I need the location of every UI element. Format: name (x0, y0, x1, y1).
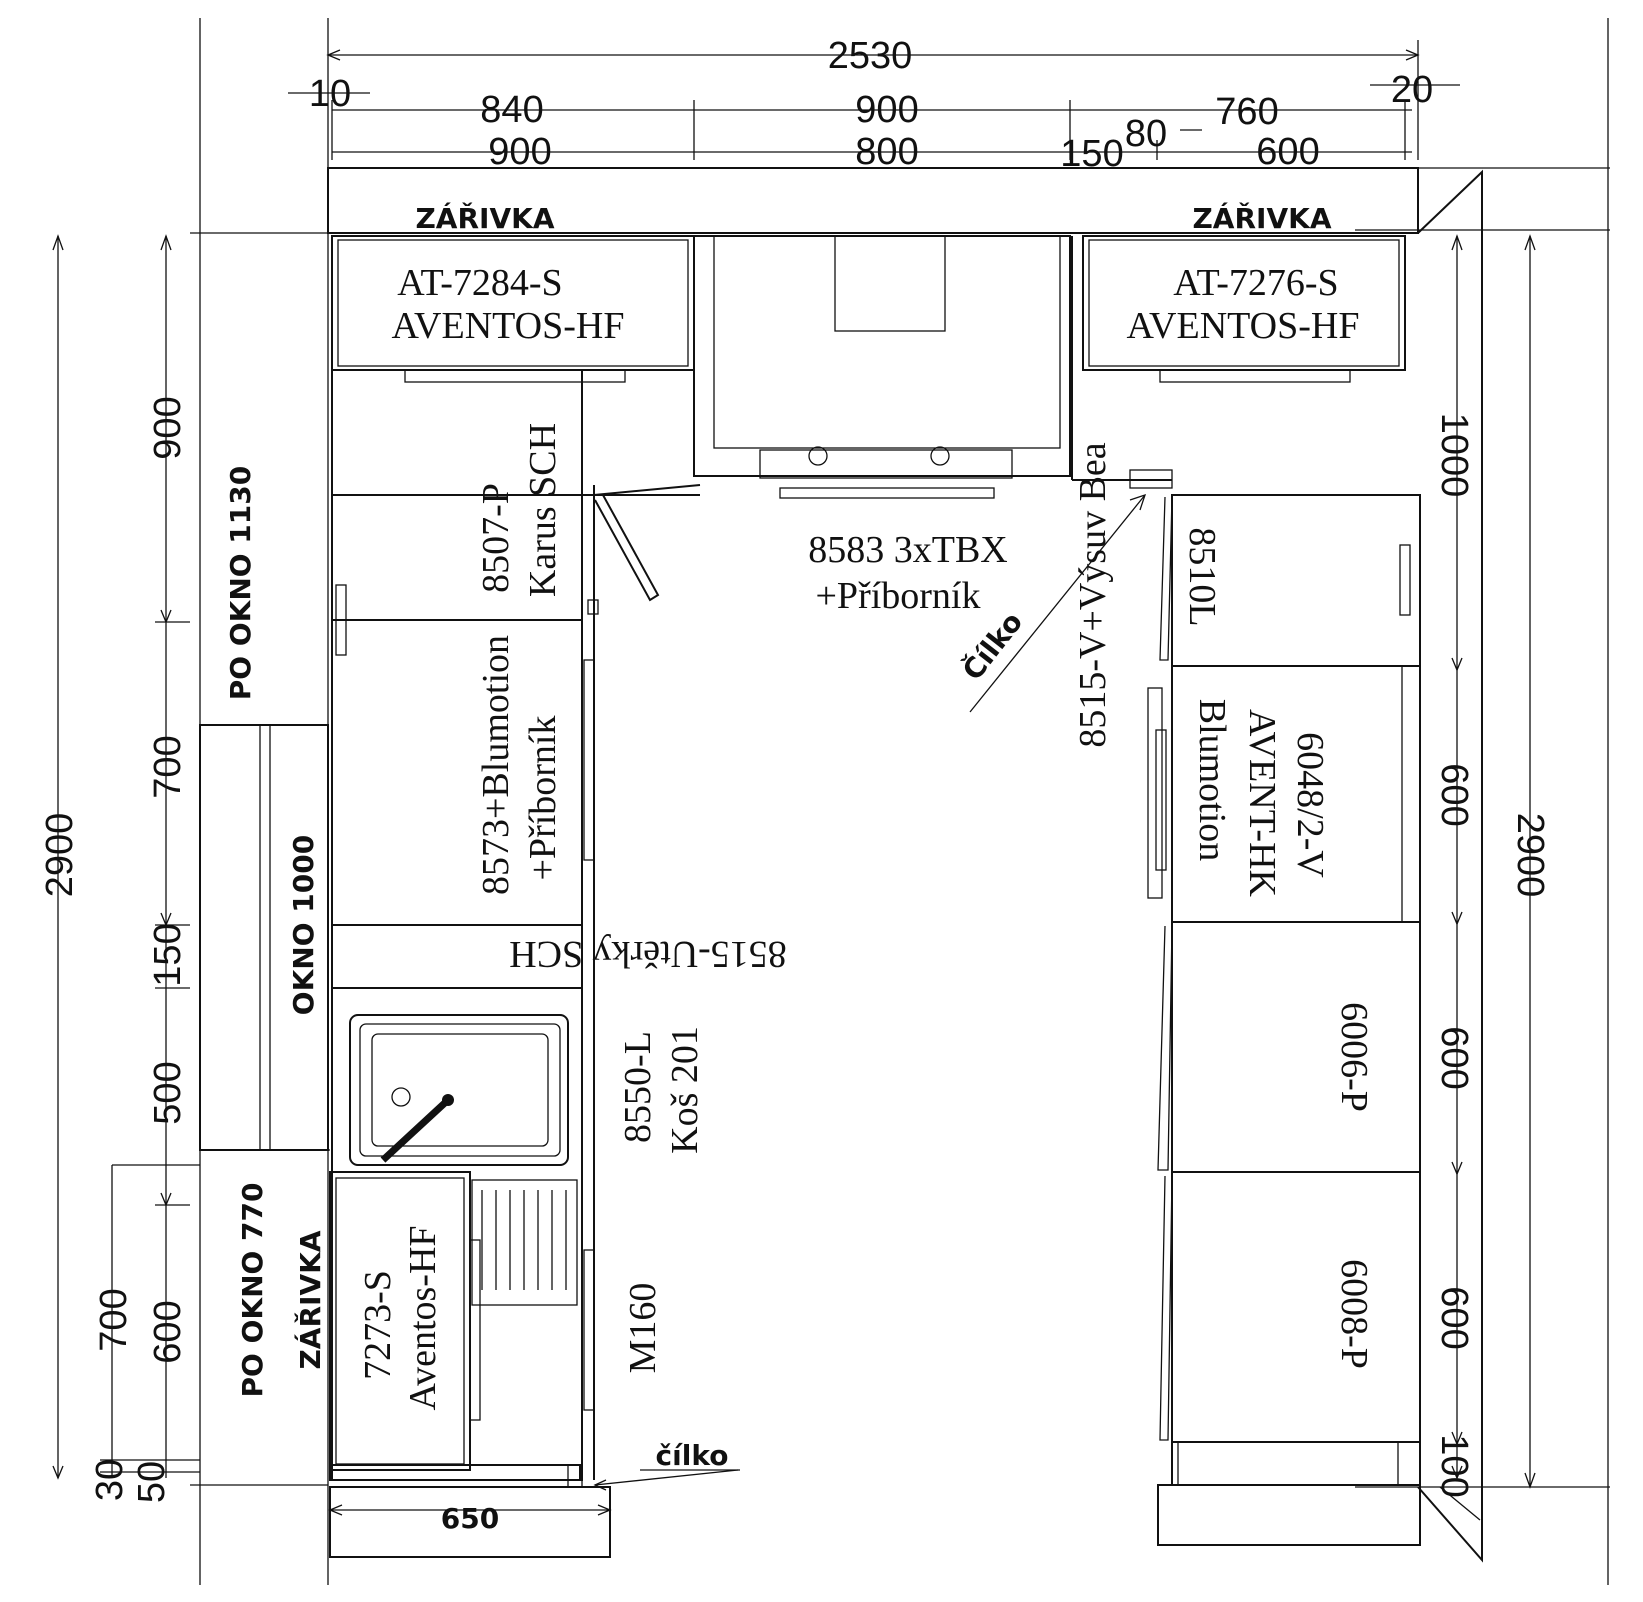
label-8510l: 8510L (1181, 527, 1223, 626)
dim-80: 80 (1125, 113, 1167, 155)
label-blumotion-right: Blumotion (1191, 699, 1233, 862)
label-zarivka-left: ZÁŘIVKA (293, 1230, 327, 1369)
label-kos-201: Koš 201 (664, 1026, 706, 1154)
dim-left-700: 700 (147, 735, 189, 798)
dim-left-50: 50 (131, 1461, 173, 1503)
wall-cabinet-right: AT-7276-S AVENTOS-HF (1082, 235, 1406, 383)
light-label-left: ZÁŘIVKA (416, 201, 555, 235)
dim-900-lower: 900 (488, 131, 551, 173)
label-avent-hk: AVENT-HK (1241, 709, 1283, 897)
label-cilko-bottom: čílko (656, 1439, 729, 1472)
dim-left-2900: 2900 (39, 813, 81, 898)
dim-right-1000: 1000 (1433, 413, 1475, 498)
dim-600-top: 600 (1256, 131, 1319, 173)
dim-offset-20: 20 (1391, 69, 1433, 111)
top-wall-strip (327, 167, 1483, 1563)
cilko-pointer (969, 493, 1147, 713)
label-karus-sch: Karus SCH (522, 423, 564, 597)
label-6006p: 6006-P (1333, 1002, 1375, 1112)
dim-right-600-c: 600 (1433, 1286, 1475, 1349)
dim-left-700-corner: 700 (93, 1288, 135, 1351)
sink (349, 1014, 578, 1306)
label-8573-blumotion: 8573+Blumotion (475, 635, 517, 895)
dim-760: 760 (1215, 91, 1278, 133)
drainer-ribs (481, 1190, 567, 1290)
dim-right-600-b: 600 (1433, 1026, 1475, 1089)
label-6048-2-v: 6048/2-V (1289, 732, 1331, 878)
hood-cabinet (693, 235, 1071, 499)
label-okno-1000: OKNO 1000 (287, 835, 320, 1015)
light-label-right: ZÁŘIVKA (1193, 201, 1332, 235)
label-8507p: 8507-P (475, 483, 517, 593)
label-8583-tbx: 8583 3xTBX (808, 529, 1008, 571)
label-m160: M160 (622, 1283, 664, 1374)
label-po-okno-770: PO OKNO 770 (236, 1182, 269, 1397)
dim-left-600: 600 (147, 1300, 189, 1363)
dim-right-2900: 2900 (1509, 813, 1551, 898)
label-8550-l: 8550-L (617, 1031, 659, 1143)
dim-840: 840 (480, 89, 543, 131)
right-base-run (1071, 236, 1421, 1546)
bottom-left-base (328, 1464, 740, 1558)
door-swing (593, 484, 701, 602)
wall-cabinet-bottom-left-code: 7273-S (357, 1270, 399, 1380)
label-priborn-top: +Příborník (816, 575, 981, 617)
wall-cabinet-left: AT-7284-S AVENTOS-HF (331, 235, 695, 383)
wall-cabinet-bottom-left-type: Aventos-HF (402, 1225, 444, 1410)
wall-cabinet-bottom-left: 7273-S Aventos-HF (329, 1171, 481, 1471)
dim-800: 800 (855, 131, 918, 173)
dim-left-150: 150 (147, 923, 189, 986)
right-dimension-labels: 1000 600 600 600 100 2900 (1433, 413, 1551, 1498)
label-priborn-left: +Příborník (522, 716, 564, 881)
top-dimension-labels: 2530 10 20 840 900 760 80 900 800 150 60… (309, 35, 1433, 175)
dim-left-30: 30 (89, 1459, 131, 1501)
dim-bottom-650: 650 (441, 1502, 499, 1535)
label-8515-vysuv: 8515-V+Výsuv Bea (1072, 442, 1114, 747)
left-dimension-labels: 2900 900 700 150 500 600 700 30 50 (39, 396, 189, 1503)
label-po-okno-1130: PO OKNO 1130 (224, 466, 257, 701)
dim-left-500: 500 (147, 1061, 189, 1124)
label-8515-uterky: 8515-Utěrky SCH (509, 933, 787, 975)
top-dimensions (288, 40, 1460, 160)
wall-cabinet-right-code: AT-7276-S (1173, 262, 1338, 304)
dim-right-100: 100 (1433, 1434, 1475, 1497)
label-6008p: 6008-P (1333, 1259, 1375, 1369)
left-dimensions (52, 234, 200, 1480)
wall-cabinet-right-type: AVENTOS-HF (1127, 305, 1360, 347)
wall-cabinet-left-code: AT-7284-S (397, 262, 562, 304)
label-cilko-top: Čílko (955, 605, 1029, 686)
dim-right-600-a: 600 (1433, 763, 1475, 826)
wall-cabinet-left-type: AVENTOS-HF (392, 305, 625, 347)
dim-offset-10: 10 (309, 73, 351, 115)
dim-900-top: 900 (855, 89, 918, 131)
dim-total-2530: 2530 (828, 35, 913, 77)
right-dimensions (1439, 234, 1536, 1521)
dim-left-900: 900 (147, 396, 189, 459)
window-zone (199, 724, 330, 1151)
